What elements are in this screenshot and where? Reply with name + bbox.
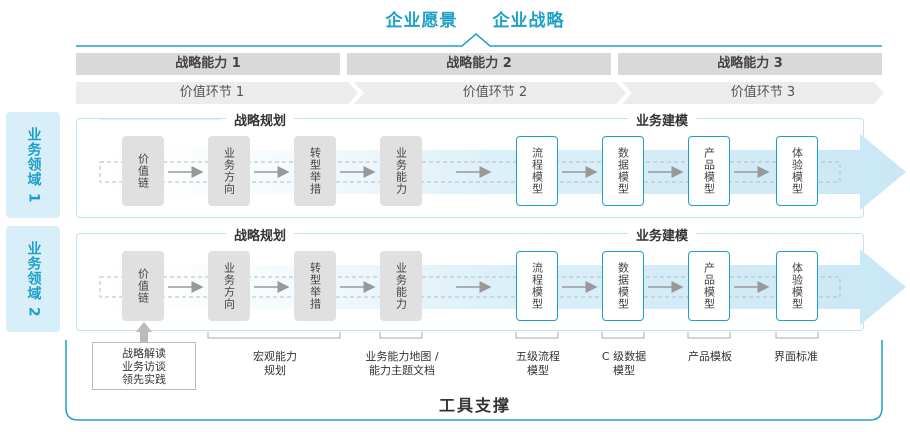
step-data-model-1: 数据模型 <box>602 136 644 206</box>
step-process-model-1: 流程模型 <box>516 136 558 206</box>
tool-macro-capability: 宏观能力 规划 <box>253 350 297 377</box>
step-process-model-2: 流程模型 <box>516 251 558 321</box>
value-chain-arrows <box>76 82 884 104</box>
step-transformation-1: 转型举措 <box>294 136 336 206</box>
section-title-planning-2: 战略规划 <box>226 225 295 244</box>
step-business-direction-1: 业务方向 <box>208 136 250 206</box>
domain-label-2: 业务领域 2 <box>6 226 60 332</box>
capability-3: 战略能力 3 <box>618 53 882 75</box>
step-value-chain-1: 价值链 <box>122 136 164 206</box>
tool-interface-standard: 界面标准 <box>774 350 818 363</box>
step-business-direction-2: 业务方向 <box>208 251 250 321</box>
tool-product-template: 产品模板 <box>688 350 732 363</box>
step-product-model-2: 产品模型 <box>688 251 730 321</box>
strategy-inputs-box: 战略解读 业务访谈 领先实践 <box>92 342 196 390</box>
value-chain-2: 价值环节 2 <box>462 85 528 100</box>
step-transformation-2: 转型举措 <box>294 251 336 321</box>
value-chain-1: 价值环节 1 <box>179 85 245 100</box>
section-title-modeling-1: 业务建模 <box>628 110 697 129</box>
header-title: 企业愿景 企业战略 <box>0 6 910 31</box>
input-business-interview: 业务访谈 <box>122 360 166 373</box>
section-title-planning-1: 战略规划 <box>226 110 295 129</box>
capability-1: 战略能力 1 <box>76 53 340 75</box>
input-strategy-interpretation: 战略解读 <box>122 347 166 360</box>
vision-bracket-line <box>76 33 882 47</box>
tool-process-model: 五级流程 模型 <box>516 350 560 377</box>
tool-capability-map: 业务能力地图 / 能力主题文档 <box>365 350 439 377</box>
step-data-model-2: 数据模型 <box>602 251 644 321</box>
step-product-model-1: 产品模型 <box>688 136 730 206</box>
value-chain-3: 价值环节 3 <box>730 85 796 100</box>
section-title-modeling-2: 业务建模 <box>628 225 697 244</box>
tool-data-model: C 级数据 模型 <box>601 350 647 377</box>
step-experience-model-2: 体验模型 <box>776 251 818 321</box>
capability-2: 战略能力 2 <box>347 53 611 75</box>
strategy-title: 企业战略 <box>492 11 565 31</box>
step-value-chain-2: 价值链 <box>122 251 164 321</box>
step-business-capability-2: 业务能力 <box>380 251 422 321</box>
tool-support-title: 工具支撑 <box>438 396 511 415</box>
step-experience-model-1: 体验模型 <box>776 136 818 206</box>
input-leading-practice: 领先实践 <box>122 373 166 386</box>
step-business-capability-1: 业务能力 <box>380 136 422 206</box>
domain-label-1: 业务领域 1 <box>6 112 60 218</box>
vision-title: 企业愿景 <box>385 11 458 31</box>
